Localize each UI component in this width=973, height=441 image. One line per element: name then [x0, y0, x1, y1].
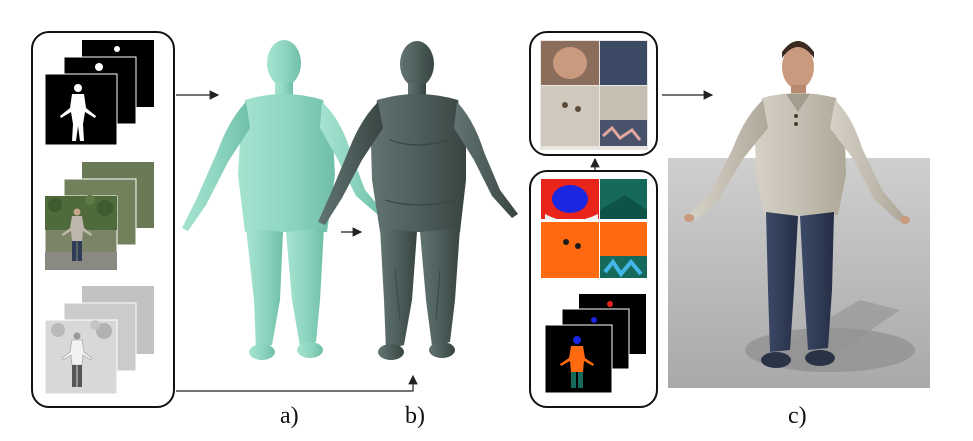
grayscale-frame-stack	[44, 286, 154, 395]
rgb-frame-stack	[44, 162, 154, 271]
silhouette-figure	[60, 84, 96, 141]
arrow-up-icon	[176, 374, 418, 392]
segmentation-atlas	[540, 178, 648, 282]
label-a: a)	[280, 403, 299, 429]
smooth-body-model	[182, 40, 382, 360]
texture-atlas	[540, 40, 648, 150]
textured-avatar-render	[668, 41, 930, 388]
label-b: b)	[405, 403, 425, 429]
label-c: c)	[788, 403, 807, 429]
silhouette-stack	[44, 40, 154, 146]
detailed-body-model	[318, 41, 518, 360]
segmentation-frame-stack	[544, 294, 646, 394]
